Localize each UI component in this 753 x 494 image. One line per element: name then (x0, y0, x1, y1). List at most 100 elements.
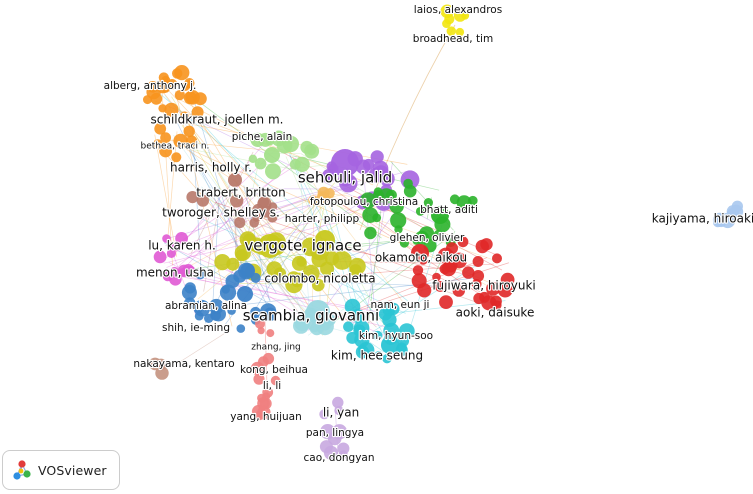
author-node[interactable] (411, 244, 429, 262)
author-node[interactable] (310, 322, 324, 336)
author-node[interactable] (319, 409, 330, 420)
author-node[interactable] (423, 198, 433, 208)
author-node[interactable] (171, 152, 182, 163)
author-node[interactable] (255, 318, 265, 329)
author-node[interactable] (258, 132, 273, 147)
author-node[interactable] (146, 81, 159, 93)
author-node[interactable] (431, 206, 449, 224)
author-node[interactable] (185, 135, 198, 147)
author-node[interactable] (237, 286, 253, 302)
author-node[interactable] (372, 330, 383, 341)
author-node[interactable] (158, 104, 167, 113)
author-node[interactable] (204, 313, 214, 323)
author-node[interactable] (234, 216, 246, 229)
author-node[interactable] (472, 270, 485, 282)
author-node[interactable] (434, 280, 446, 292)
author-node[interactable] (214, 254, 231, 271)
author-node[interactable] (302, 264, 320, 282)
author-node[interactable] (181, 285, 197, 300)
author-node[interactable] (433, 230, 443, 239)
author-node[interactable] (221, 285, 230, 294)
author-node[interactable] (468, 195, 478, 206)
author-node[interactable] (403, 184, 417, 198)
author-node[interactable] (173, 133, 188, 149)
author-node[interactable] (432, 272, 441, 282)
author-node[interactable] (162, 271, 173, 282)
author-node[interactable] (253, 373, 265, 385)
author-node[interactable] (412, 265, 424, 276)
author-node[interactable] (234, 244, 251, 261)
author-node[interactable] (208, 298, 224, 315)
author-node[interactable] (276, 137, 293, 154)
author-node[interactable] (160, 132, 172, 144)
author-node[interactable] (257, 196, 272, 211)
author-node[interactable] (462, 266, 475, 279)
author-node[interactable] (166, 248, 176, 258)
author-node[interactable] (486, 281, 500, 296)
author-node[interactable] (225, 274, 240, 289)
author-node[interactable] (250, 306, 261, 318)
author-node[interactable] (260, 303, 277, 320)
author-node[interactable] (193, 303, 203, 313)
author-node[interactable] (267, 212, 278, 223)
author-node[interactable] (273, 267, 287, 280)
author-node[interactable] (320, 424, 336, 440)
author-node[interactable] (148, 357, 162, 371)
author-node[interactable] (322, 169, 336, 183)
author-node[interactable] (370, 150, 384, 164)
author-node[interactable] (383, 322, 400, 339)
author-node[interactable] (471, 279, 482, 289)
author-node[interactable] (166, 79, 178, 90)
author-node[interactable] (293, 272, 305, 285)
author-node[interactable] (378, 307, 392, 321)
author-node[interactable] (266, 329, 275, 338)
author-node[interactable] (196, 194, 209, 207)
author-node[interactable] (472, 256, 484, 267)
author-node[interactable] (312, 278, 325, 292)
author-node[interactable] (254, 157, 267, 170)
author-node[interactable] (442, 19, 451, 28)
author-node[interactable] (153, 250, 167, 264)
author-node[interactable] (451, 252, 468, 269)
author-node[interactable] (439, 295, 453, 309)
author-node[interactable] (265, 163, 281, 180)
author-node[interactable] (308, 195, 319, 206)
author-node[interactable] (174, 65, 190, 81)
author-node[interactable] (414, 230, 429, 245)
author-node[interactable] (250, 361, 265, 376)
author-node[interactable] (355, 345, 369, 359)
author-node[interactable] (320, 261, 335, 276)
author-node[interactable] (183, 125, 195, 137)
author-node[interactable] (415, 207, 425, 216)
author-node[interactable] (291, 255, 307, 271)
author-node[interactable] (382, 354, 392, 364)
author-node[interactable] (373, 165, 390, 182)
author-node[interactable] (183, 297, 196, 310)
author-node[interactable] (257, 405, 271, 420)
author-node[interactable] (289, 158, 301, 170)
author-node[interactable] (373, 187, 383, 197)
author-node[interactable] (331, 149, 359, 177)
author-node[interactable] (398, 323, 415, 339)
author-node[interactable] (417, 283, 432, 298)
author-node[interactable] (359, 192, 377, 209)
author-node[interactable] (258, 234, 282, 258)
author-node[interactable] (331, 424, 348, 440)
author-node[interactable] (180, 111, 190, 121)
author-node[interactable] (170, 266, 179, 276)
author-node[interactable] (343, 321, 354, 333)
author-node[interactable] (270, 375, 281, 386)
author-node[interactable] (473, 292, 485, 305)
author-node[interactable] (152, 139, 163, 150)
author-node[interactable] (238, 262, 255, 280)
author-node[interactable] (455, 27, 465, 37)
author-node[interactable] (184, 78, 195, 89)
author-node[interactable] (334, 405, 344, 416)
author-node[interactable] (249, 218, 259, 228)
author-node[interactable] (319, 440, 333, 454)
author-node[interactable] (306, 300, 330, 324)
author-node[interactable] (389, 199, 404, 214)
author-node[interactable] (492, 300, 502, 310)
author-node[interactable] (453, 9, 467, 22)
author-node[interactable] (332, 396, 344, 409)
